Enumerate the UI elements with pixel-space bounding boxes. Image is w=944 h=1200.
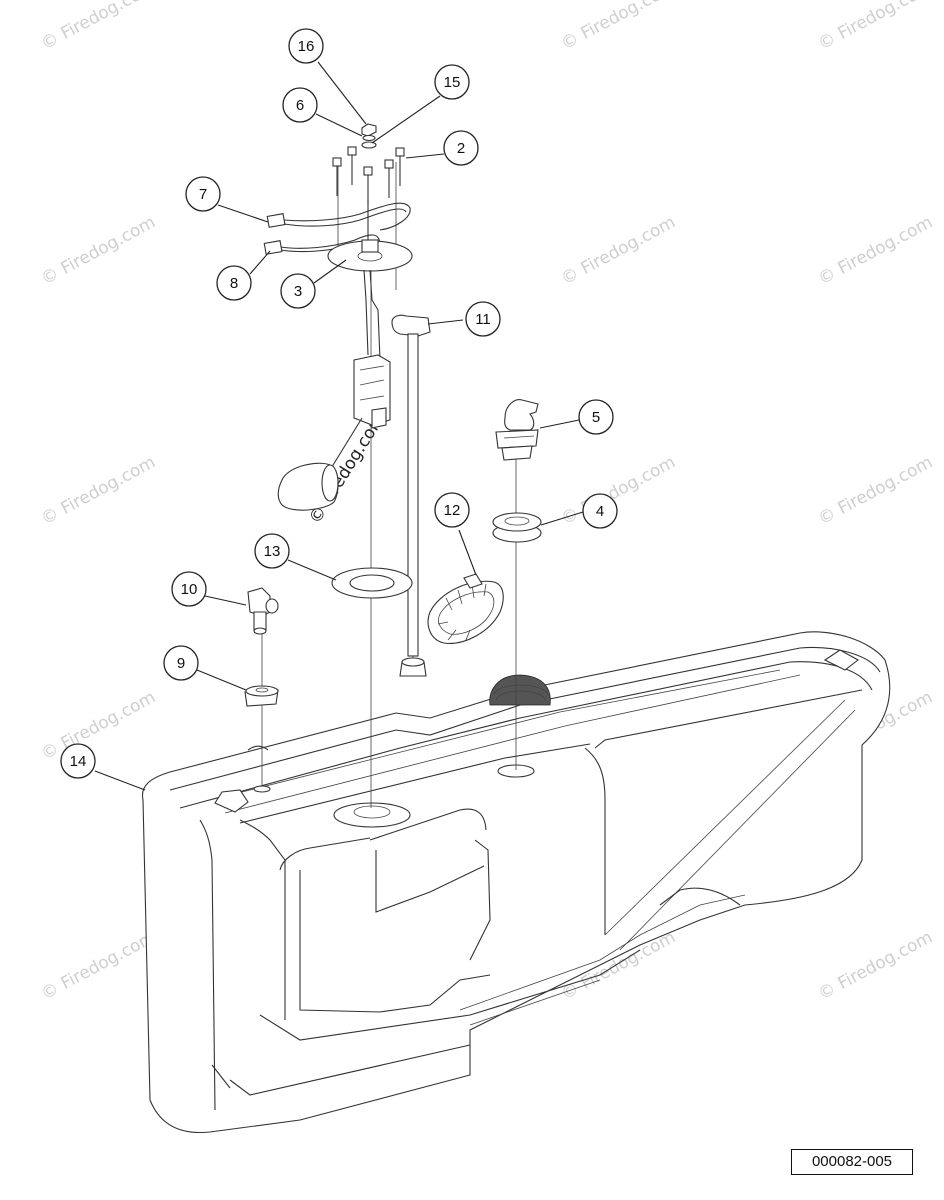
callout-label: 11 (475, 311, 491, 328)
fitting-opening (253, 785, 271, 793)
gasket (331, 567, 413, 599)
callout-label: 10 (181, 581, 198, 598)
screws (332, 146, 405, 205)
flat-washer (361, 141, 377, 149)
watermark-text: © Firedog.com (815, 0, 936, 54)
watermark-text: © Firedog.com (38, 687, 159, 764)
callout-15: 15 (434, 64, 470, 100)
callout-9: 9 (163, 645, 199, 681)
watermark-text: © Firedog.com (38, 0, 159, 54)
watermark-text: © Firedog.com (38, 212, 159, 289)
grommet (492, 512, 542, 543)
callout-13: 13 (254, 533, 290, 569)
wire-harness (263, 200, 411, 255)
callout-label: 14 (70, 753, 87, 770)
callout-label: 6 (296, 97, 304, 114)
callout-label: 15 (444, 74, 461, 91)
callout-12: 12 (434, 492, 470, 528)
vent-tube (391, 314, 431, 677)
callout-8: 8 (216, 265, 252, 301)
callout-7: 7 (185, 176, 221, 212)
watermark-text: © Firedog.com (558, 452, 679, 529)
fuel-sender (277, 239, 413, 511)
callout-3: 3 (280, 273, 316, 309)
callout-label: 16 (298, 38, 315, 55)
fuel-tank (141, 631, 891, 1134)
callout-label: 8 (230, 275, 238, 292)
callout-5: 5 (578, 399, 614, 435)
callout-4: 4 (582, 493, 618, 529)
leader-lines (94, 61, 584, 791)
callout-label: 7 (199, 186, 207, 203)
callout-label: 3 (294, 283, 302, 300)
watermark-text: © Firedog.com (38, 452, 159, 529)
callout-label: 12 (444, 502, 461, 519)
lock-ring (427, 573, 504, 644)
callout-2: 2 (443, 130, 479, 166)
nut-and-washers (361, 123, 377, 149)
drawing-number-box: 000082-005 (791, 1149, 913, 1175)
callout-label: 4 (596, 503, 604, 520)
lock-washer (362, 134, 376, 142)
callout-10: 10 (171, 571, 207, 607)
watermark-text: © Firedog.com (558, 0, 679, 54)
callout-label: 5 (592, 409, 600, 426)
callout-label: 2 (457, 140, 465, 157)
callout-label: 13 (264, 543, 281, 560)
callout-6: 6 (282, 87, 318, 123)
callout-16: 16 (288, 28, 324, 64)
sender-body (353, 354, 391, 426)
vent-valve (495, 399, 539, 461)
callout-14: 14 (60, 743, 96, 779)
pump-flange-opening (333, 802, 411, 828)
watermark-text: © Firedog.com (38, 927, 159, 1004)
elbow-fitting (247, 587, 279, 635)
callout-11: 11 (465, 301, 501, 337)
callout-label: 9 (177, 655, 185, 672)
watermark-text: © Firedog.com (558, 212, 679, 289)
watermark-text: © Firedog.com (815, 452, 936, 529)
watermark-text: © Firedog.com (815, 927, 936, 1004)
watermark-text: © Firedog.com (815, 212, 936, 289)
nut (361, 123, 377, 137)
fitting-grommet (244, 685, 279, 707)
